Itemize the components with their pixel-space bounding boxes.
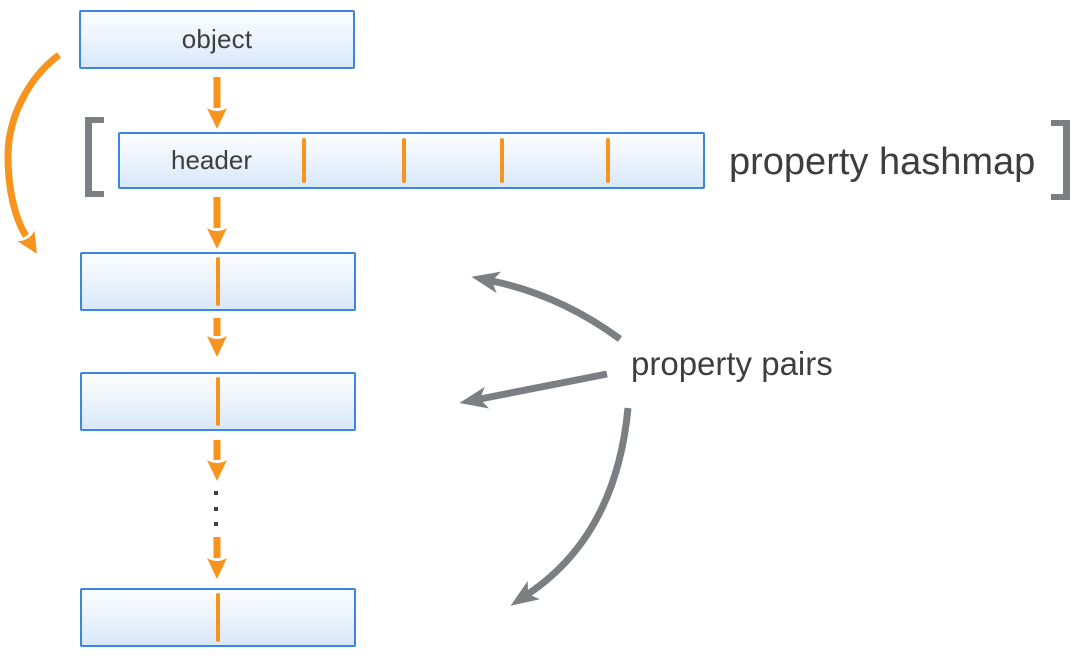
pair-divider — [216, 377, 220, 426]
ellipsis-dot — [214, 522, 218, 526]
flow-arrow-object-to-first-pair-curved — [4, 52, 62, 254]
pair-divider — [216, 257, 220, 306]
property-pair-node-2 — [80, 372, 356, 431]
hashmap-slot-divider — [302, 138, 306, 183]
property-pair-node-1 — [80, 252, 356, 311]
pair-divider — [216, 593, 220, 642]
hashmap-slot-divider — [500, 138, 504, 183]
pointer-arrow-pairs-to-pair2 — [459, 370, 608, 409]
pointer-arrow-pairs-to-pair3 — [510, 407, 632, 606]
pointer-arrow-pairs-to-pair1 — [471, 271, 623, 342]
hashmap-right-bracket — [1051, 120, 1070, 200]
hashmap-caption: property hashmap — [729, 141, 1036, 183]
object-node: object — [79, 10, 355, 69]
ellipsis-dot — [214, 507, 218, 511]
ellipsis-dot — [214, 491, 218, 495]
property-pair-node-3 — [80, 588, 356, 647]
hashmap-header-label: header — [171, 145, 252, 175]
hashmap-slot-divider — [606, 138, 610, 183]
pairs-caption: property pairs — [631, 345, 833, 382]
property-hashmap-node: header — [118, 132, 705, 189]
hashmap-left-bracket — [85, 117, 104, 197]
hashmap-slot-divider — [402, 138, 406, 183]
object-node-label: object — [181, 24, 253, 54]
